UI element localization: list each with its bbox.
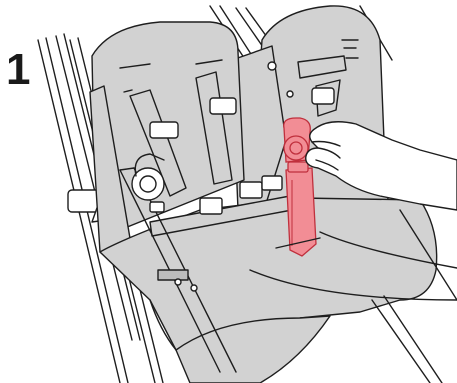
stroller-seat-icon — [0, 0, 457, 383]
instruction-illustration: 1 — [0, 0, 457, 383]
